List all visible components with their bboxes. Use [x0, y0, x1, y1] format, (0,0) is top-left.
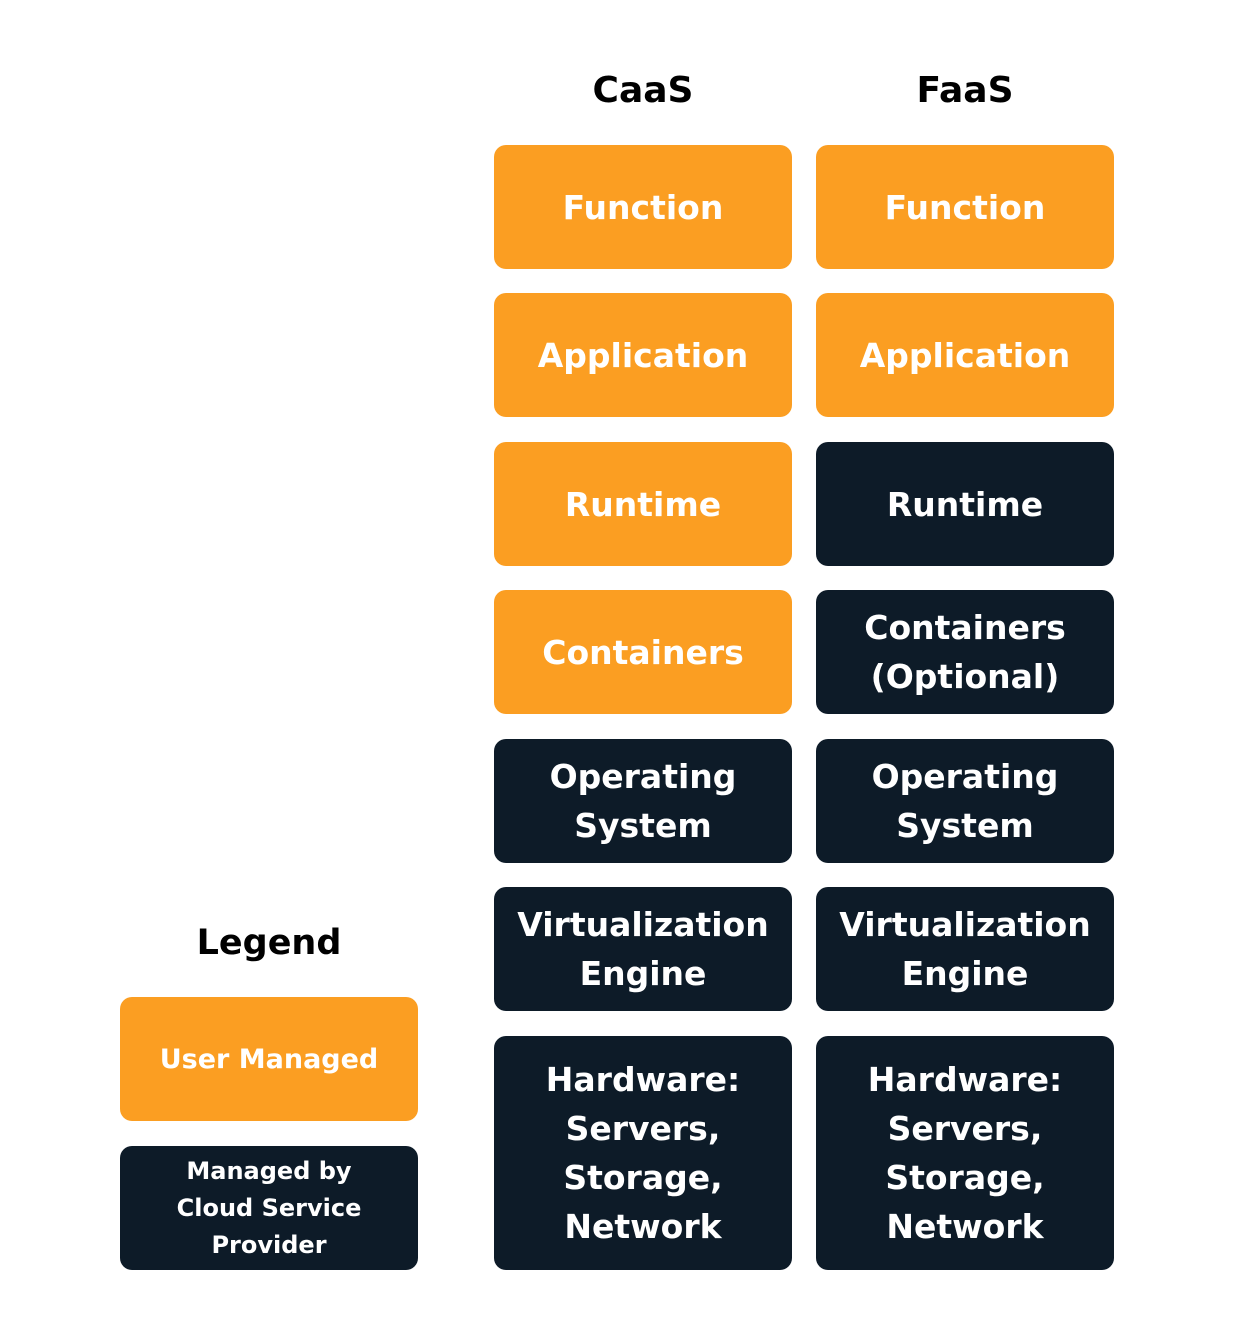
column-title-faas: FaaS	[916, 70, 1014, 111]
legend-label: User Managed	[159, 1043, 379, 1075]
faas-layer-function: Function	[816, 145, 1114, 269]
layer-label: Runtime	[886, 484, 1044, 524]
layer-label: Application	[537, 335, 749, 375]
layer-label: Operating System	[871, 757, 1059, 845]
legend-item-provider-managed: Managed by Cloud Service Provider	[120, 1146, 418, 1270]
layer-label: Containers	[542, 632, 744, 672]
column-title-caas: CaaS	[592, 70, 694, 111]
faas-layer-operating-system: Operating System	[816, 739, 1114, 863]
legend-item-user-managed: User Managed	[120, 997, 418, 1121]
caas-layer-application: Application	[494, 293, 792, 417]
faas-layer-application: Application	[816, 293, 1114, 417]
layer-label: Function	[884, 187, 1046, 227]
faas-layer-runtime: Runtime	[816, 442, 1114, 566]
faas-layer-virtualization-engine: Virtualization Engine	[816, 887, 1114, 1011]
caas-layer-runtime: Runtime	[494, 442, 792, 566]
layer-label: Hardware: Servers, Storage, Network	[545, 1060, 741, 1246]
layer-label: Hardware: Servers, Storage, Network	[867, 1060, 1063, 1246]
caas-layer-virtualization-engine: Virtualization Engine	[494, 887, 792, 1011]
layer-label: Virtualization Engine	[517, 905, 769, 993]
layer-label: Containers (Optional)	[864, 608, 1066, 696]
layer-label: Application	[859, 335, 1071, 375]
legend-title: Legend	[196, 923, 342, 963]
caas-layer-hardware: Hardware: Servers, Storage, Network	[494, 1036, 792, 1270]
legend-label: Managed by Cloud Service Provider	[176, 1156, 362, 1259]
faas-layer-hardware: Hardware: Servers, Storage, Network	[816, 1036, 1114, 1270]
layer-label: Operating System	[549, 757, 737, 845]
layer-label: Function	[562, 187, 724, 227]
caas-layer-operating-system: Operating System	[494, 739, 792, 863]
caas-layer-containers: Containers	[494, 590, 792, 714]
layer-label: Runtime	[564, 484, 722, 524]
faas-layer-containers: Containers (Optional)	[816, 590, 1114, 714]
layer-label: Virtualization Engine	[839, 905, 1091, 993]
caas-layer-function: Function	[494, 145, 792, 269]
